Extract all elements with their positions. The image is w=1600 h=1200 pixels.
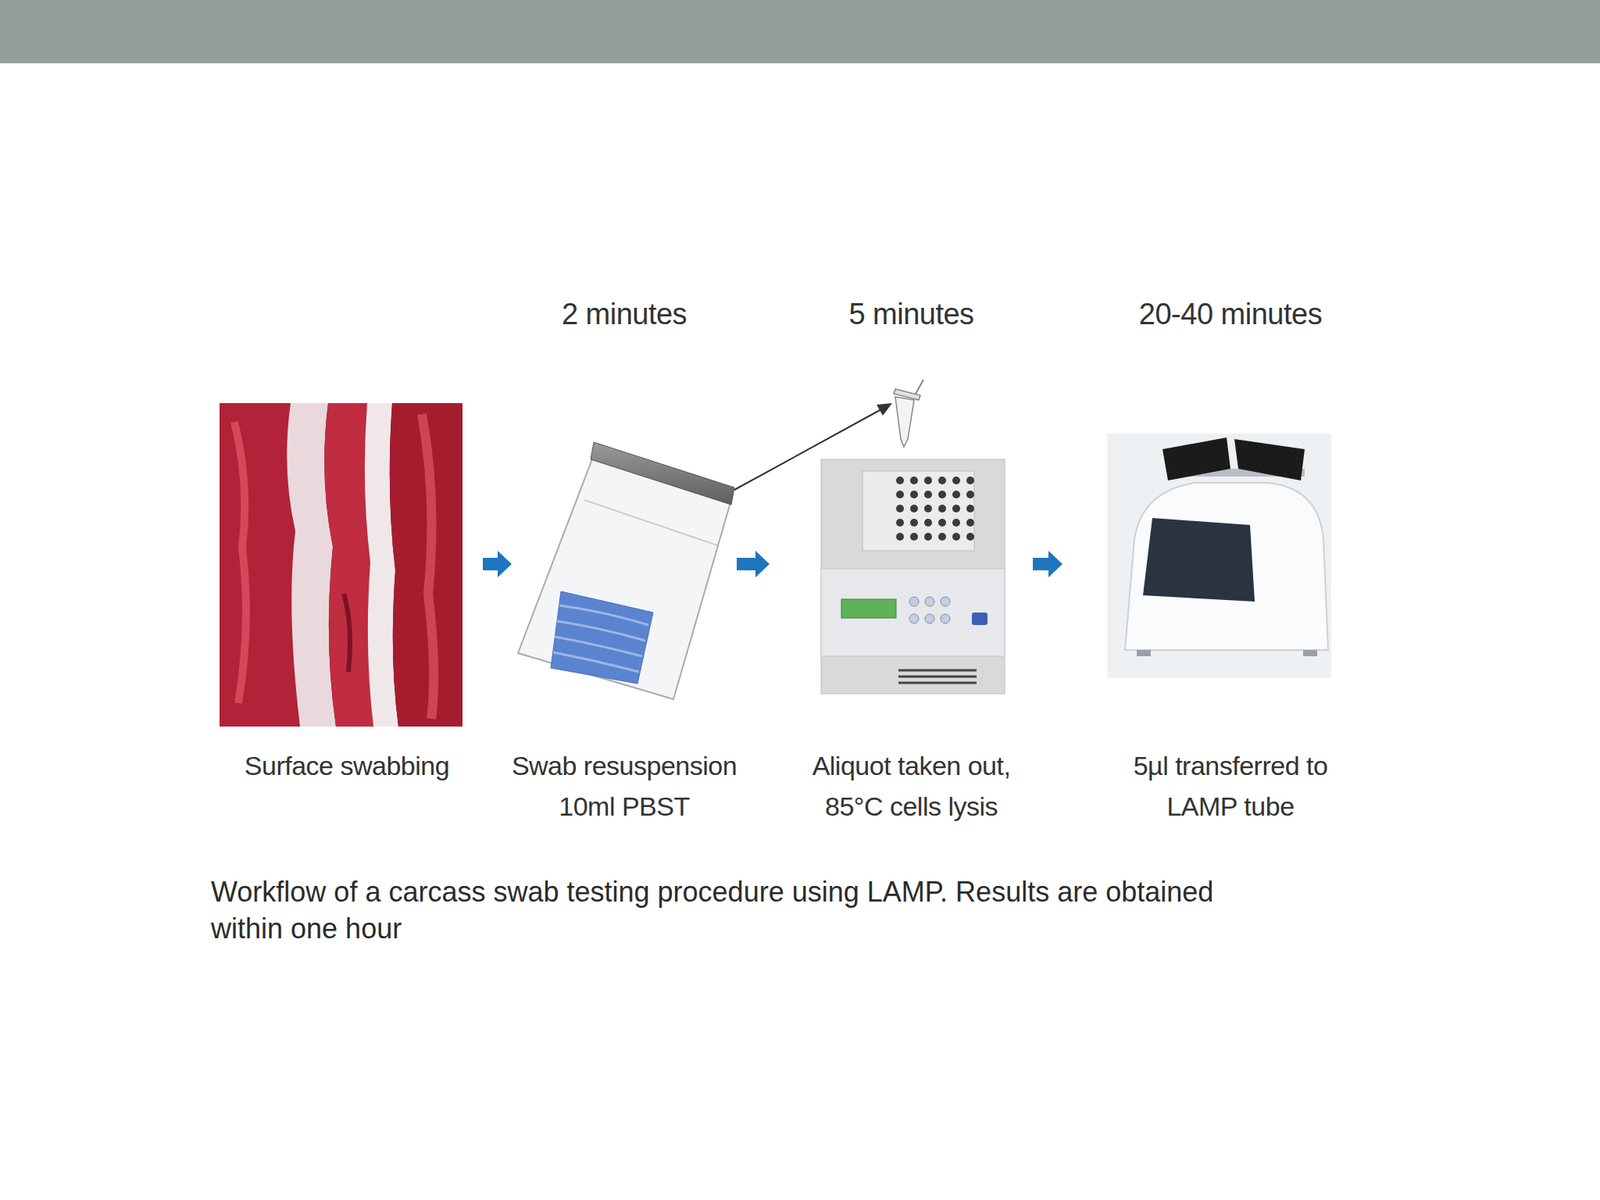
- vent-slots: [898, 670, 977, 683]
- panel-button: [971, 612, 988, 625]
- machine-lid: [1162, 437, 1231, 481]
- step-label: 5µl transferred to LAMP tube: [1105, 745, 1356, 827]
- process-step: Surface swabbing: [210, 295, 483, 843]
- panel-button: [909, 596, 919, 607]
- touch-screen: [1142, 517, 1255, 602]
- step-label: Swab resuspension 10ml PBST: [499, 745, 750, 827]
- heat-block: [821, 459, 1005, 694]
- tube-hinge: [915, 379, 924, 394]
- flow-arrow: [736, 550, 770, 578]
- bag-fold: [584, 500, 718, 546]
- meat-highlight: [421, 414, 434, 719]
- panel-button: [940, 614, 950, 624]
- process-step: 2 minutesSwab resuspension 10ml PBST: [511, 295, 737, 843]
- machine-foot: [1136, 650, 1151, 657]
- step-label: Aliquot taken out, 85°C cells lysis: [786, 745, 1037, 827]
- tube-icon: [893, 379, 924, 447]
- meat-highlight: [234, 421, 247, 704]
- step-duration: 5 minutes: [786, 295, 1037, 333]
- step-duration: 20-40 minutes: [1105, 295, 1356, 333]
- lcd-display: [841, 599, 897, 618]
- photo-background: [1107, 433, 1332, 679]
- bag-seal: [590, 442, 735, 505]
- header-band: [0, 0, 1600, 64]
- figure-caption: Workflow of a carcass swab testing proce…: [210, 873, 1227, 947]
- process-step: 20-40 minutes 5µl transferred to LAMP tub…: [1062, 295, 1399, 843]
- step-label: Surface swabbing: [221, 745, 472, 786]
- panel-button: [909, 614, 919, 624]
- well-grid: [892, 473, 978, 544]
- step-duration: 2 minutes: [499, 295, 750, 333]
- panel-button: [940, 596, 950, 607]
- leader-head: [876, 403, 893, 416]
- machine-foot: [1303, 650, 1318, 657]
- machine-body: [1125, 482, 1329, 650]
- device-body: [821, 459, 1005, 694]
- flow-arrow: [482, 550, 512, 578]
- process-step: 5 minutesAliquot taken out, 85°C cells l…: [769, 295, 1033, 843]
- sample-bag: [517, 442, 735, 700]
- meat-shadow: [343, 593, 350, 672]
- tube-body: [895, 396, 915, 447]
- flow-arrow: [1032, 550, 1063, 578]
- swab-filter: [550, 591, 654, 684]
- panel-button: [925, 614, 935, 624]
- meat-strip: [389, 403, 463, 727]
- photo-background: [219, 403, 463, 727]
- panel-button: [925, 596, 935, 607]
- lamp-machine: [1107, 433, 1332, 679]
- carcass-photo: [219, 403, 463, 727]
- control-panel: [821, 568, 1005, 657]
- machine-lid: [1234, 439, 1305, 481]
- filter-texture: [553, 605, 649, 672]
